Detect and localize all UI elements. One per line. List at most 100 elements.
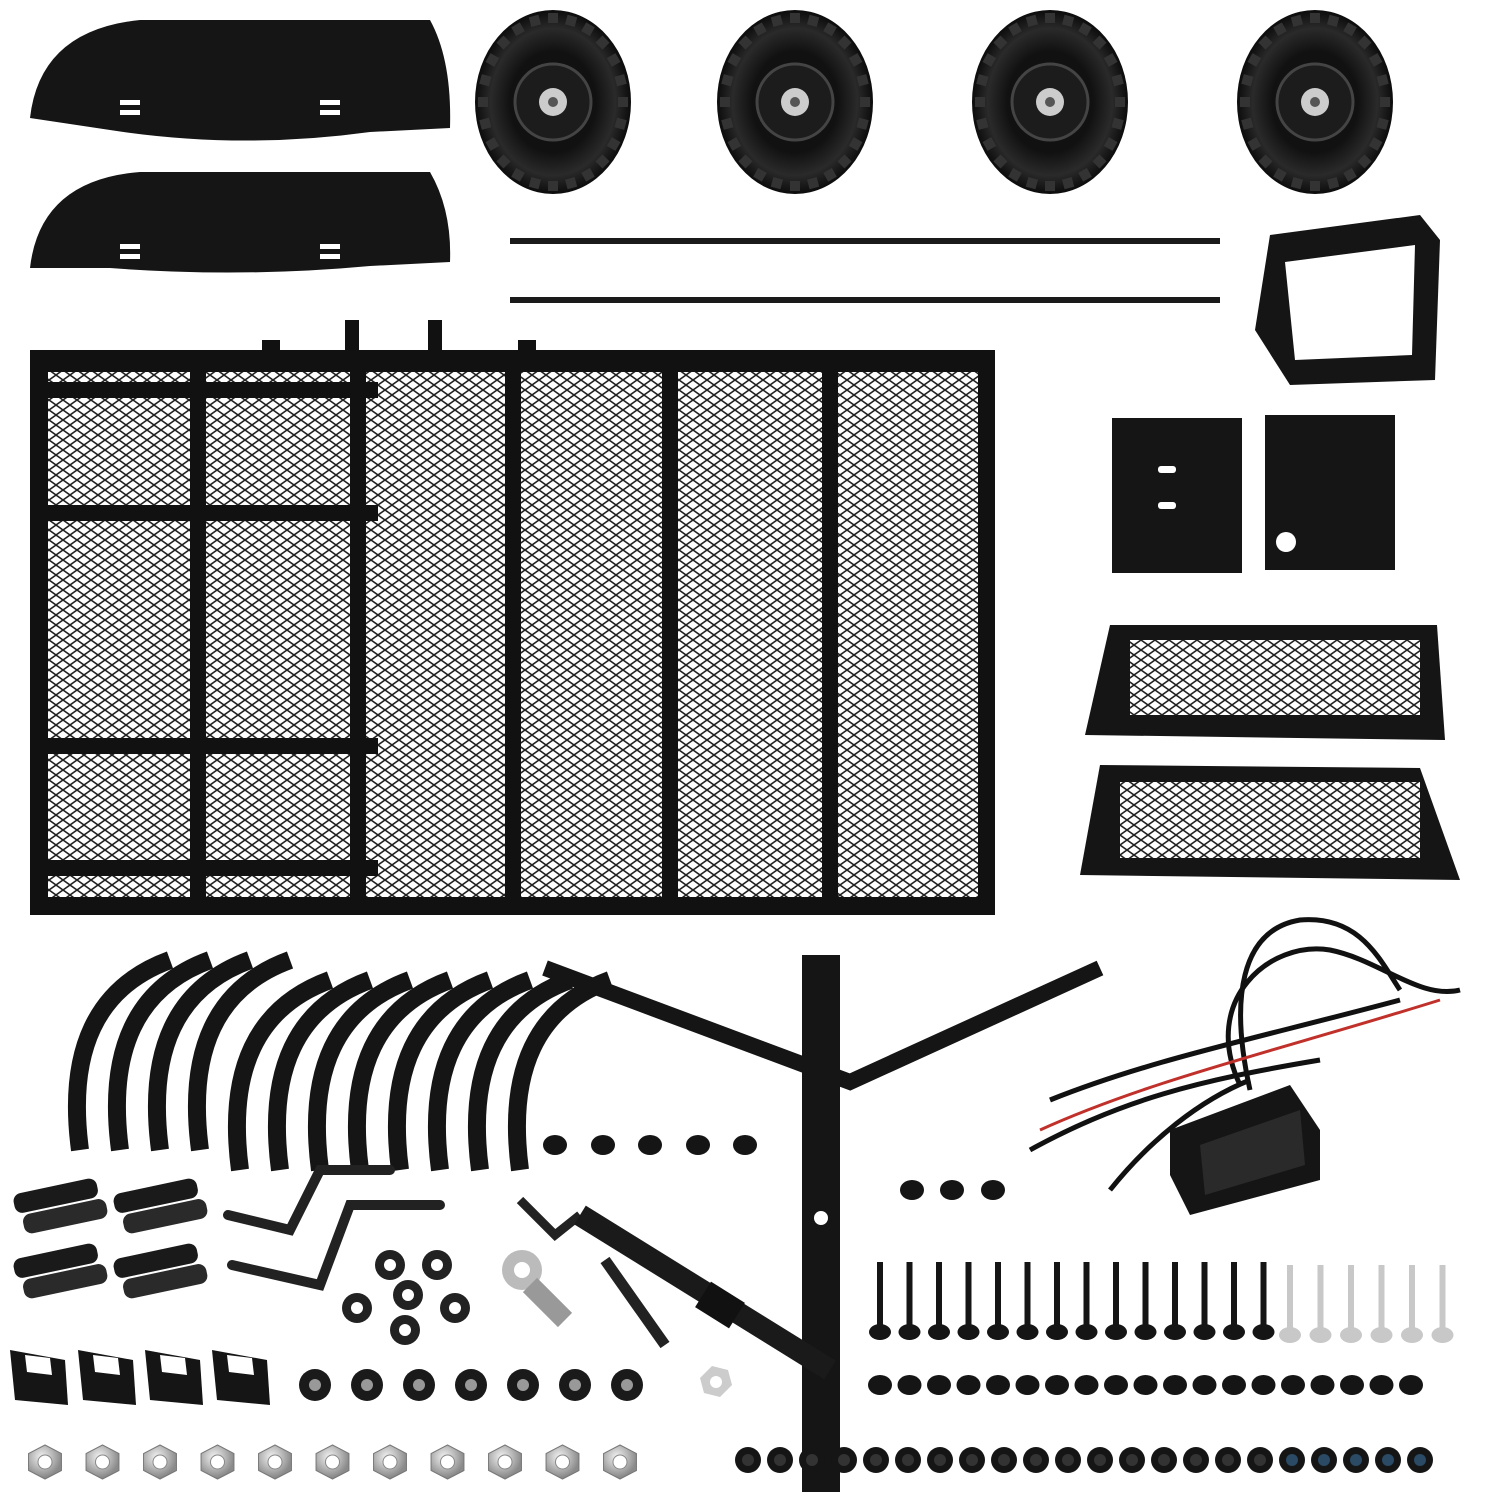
screw <box>1222 1375 1246 1395</box>
spring-shackle <box>113 1178 208 1234</box>
nylon-lock-nut <box>991 1447 1017 1473</box>
screw <box>1045 1375 1069 1395</box>
trailer-mesh-bed <box>30 320 995 915</box>
screw <box>869 1262 891 1340</box>
mesh-tray <box>1080 765 1460 880</box>
screw <box>868 1375 892 1395</box>
screw <box>900 1180 924 1200</box>
washer <box>375 1250 405 1280</box>
washer <box>342 1293 372 1323</box>
threaded-rod <box>600 1256 670 1349</box>
leaf-spring <box>428 971 534 1172</box>
battery-holder <box>1170 1085 1320 1215</box>
screw <box>987 1262 1009 1340</box>
screw <box>733 1135 757 1155</box>
screw <box>1134 1262 1157 1340</box>
fender <box>30 20 451 141</box>
screw <box>1015 1375 1040 1395</box>
nylon-lock-nut <box>1375 1447 1401 1473</box>
nylon-lock-nut <box>1279 1447 1305 1473</box>
nylon-lock-nut <box>1151 1447 1177 1473</box>
hex-nut-thin <box>700 1366 732 1397</box>
screw <box>1105 1262 1127 1340</box>
axle-mount-block <box>212 1350 270 1405</box>
screw <box>638 1135 662 1155</box>
nylon-lock-nut <box>1407 1447 1433 1473</box>
rod-end <box>502 1250 573 1328</box>
hex-nut <box>143 1444 177 1480</box>
flange-nut <box>455 1369 487 1401</box>
screw <box>1193 1262 1216 1340</box>
screw <box>1340 1265 1362 1343</box>
screw <box>686 1135 710 1155</box>
screw <box>1164 1262 1186 1340</box>
screw <box>1399 1375 1423 1395</box>
screw <box>981 1180 1005 1200</box>
screw <box>1104 1375 1128 1395</box>
screw <box>1252 1262 1275 1340</box>
mesh-tray <box>1085 625 1445 740</box>
screw <box>1370 1265 1393 1343</box>
screw <box>956 1375 981 1395</box>
nylon-lock-nut <box>831 1447 857 1473</box>
jack-crank-handle <box>223 1165 445 1291</box>
washer <box>422 1250 452 1280</box>
screw <box>927 1375 951 1395</box>
screw <box>1309 1265 1332 1343</box>
nylon-lock-nut <box>1183 1447 1209 1473</box>
hex-nut <box>545 1444 580 1480</box>
jack-bracket <box>1255 215 1440 385</box>
leaf-spring <box>308 971 414 1172</box>
nylon-lock-nut <box>1087 1447 1113 1473</box>
leaf-spring <box>388 971 494 1172</box>
screw <box>957 1262 980 1340</box>
cover-plate <box>1112 418 1242 573</box>
washer <box>393 1280 423 1310</box>
screw <box>1431 1265 1454 1343</box>
axle-mount-block <box>145 1350 203 1405</box>
screw <box>1251 1375 1276 1395</box>
hex-nut <box>373 1444 407 1480</box>
wheel-tire <box>475 10 631 194</box>
screw <box>591 1135 615 1155</box>
nylon-lock-nut <box>863 1447 889 1473</box>
screw <box>928 1262 950 1340</box>
screw <box>1279 1265 1301 1343</box>
screw <box>1046 1262 1068 1340</box>
screw <box>898 1262 921 1340</box>
flange-nut <box>351 1369 383 1401</box>
hex-nut <box>258 1444 292 1480</box>
trailer-tongue-frame <box>542 955 1104 1492</box>
washer <box>390 1315 420 1345</box>
nylon-lock-nut <box>1023 1447 1049 1473</box>
screw <box>986 1375 1010 1395</box>
screw <box>1163 1375 1187 1395</box>
nylon-lock-nut <box>1055 1447 1081 1473</box>
hex-nut <box>430 1444 465 1480</box>
nylon-lock-nut <box>1343 1447 1369 1473</box>
flange-nut <box>403 1369 435 1401</box>
nylon-lock-nut <box>1311 1447 1337 1473</box>
leaf-spring <box>188 951 294 1152</box>
screw <box>1310 1375 1335 1395</box>
screw <box>1075 1262 1098 1340</box>
fender <box>30 172 451 273</box>
jack-stand <box>516 1196 836 1380</box>
wheel-tire <box>972 10 1128 194</box>
leaf-spring <box>468 971 574 1172</box>
washer <box>440 1293 470 1323</box>
nylon-lock-nut <box>1119 1447 1145 1473</box>
leaf-spring <box>68 951 174 1152</box>
nylon-lock-nut <box>1247 1447 1273 1473</box>
flange-nut <box>611 1369 643 1401</box>
hex-nut <box>603 1444 637 1480</box>
cover-plate <box>1265 415 1395 570</box>
leaf-spring <box>228 971 334 1172</box>
screw <box>543 1135 567 1155</box>
nylon-lock-nut <box>895 1447 921 1473</box>
hex-nut <box>85 1444 120 1480</box>
screw <box>1340 1375 1364 1395</box>
spring-shackle <box>113 1243 208 1299</box>
leaf-spring <box>508 971 614 1172</box>
